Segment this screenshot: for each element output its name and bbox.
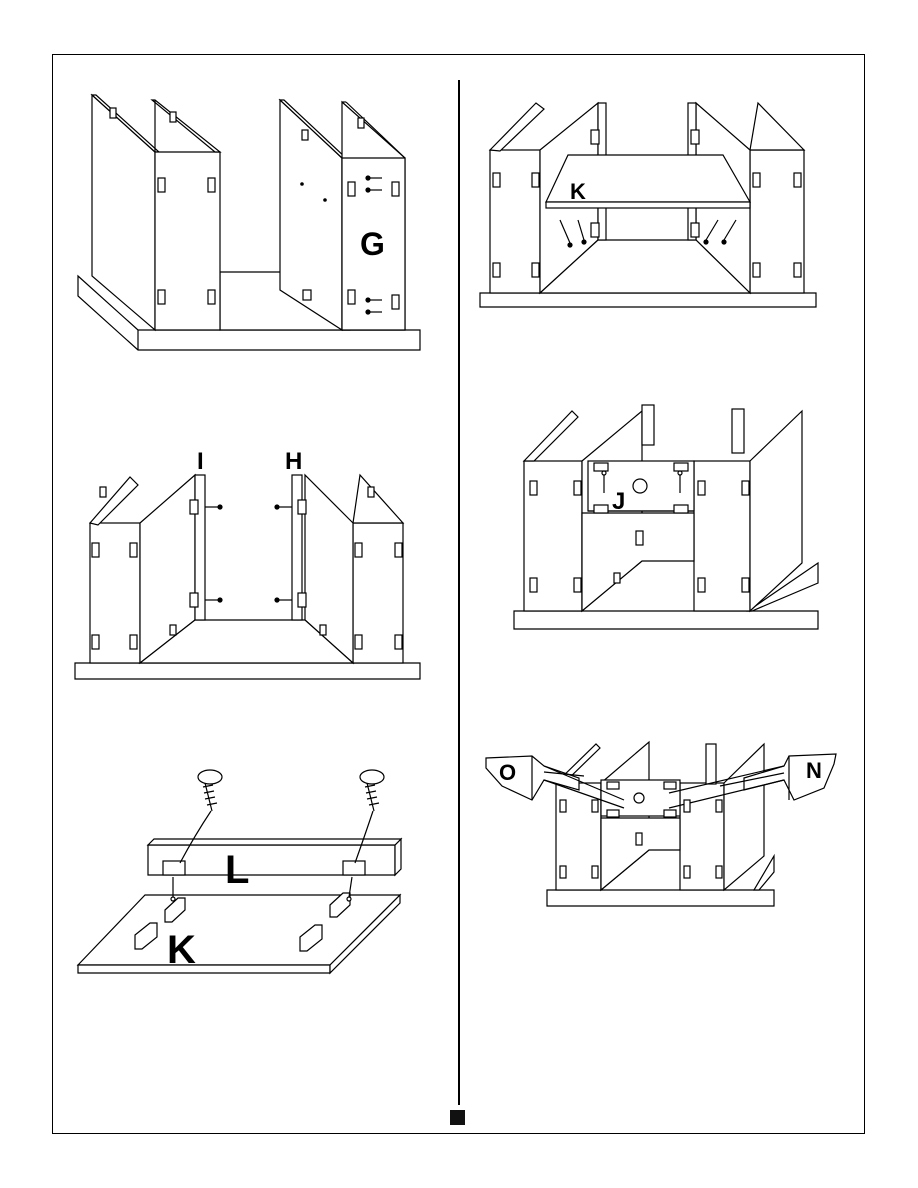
base-plinth [75,663,420,679]
base-plinth [547,890,774,906]
label-o: O [499,760,516,785]
label-g: G [360,226,385,262]
column-divider [458,80,460,1105]
base-plinth [480,293,816,307]
figure-1-panel-g: G [70,90,440,360]
label-l: L [225,848,249,892]
label-i: I [197,448,204,475]
figure-2-panels-i-h: I H [70,445,430,685]
screw-icon [205,505,292,602]
label-j: J [612,488,625,515]
label-k: K [570,179,586,204]
left-side-panel [92,95,155,330]
label-k: K [167,928,196,972]
base-plinth [514,611,818,629]
part-k-board [78,895,400,965]
right-end-panel [724,744,764,890]
figure-5-rail-j: J [512,403,822,631]
figure-4-shelf-k: K [478,95,818,310]
figure-6-brackets-o-n: O N [484,738,839,910]
label-n: N [806,758,822,783]
page-marker [450,1110,465,1125]
figure-3-parts-l-k: L K [75,765,405,980]
screw-icon [171,770,384,901]
label-h: H [285,448,302,475]
